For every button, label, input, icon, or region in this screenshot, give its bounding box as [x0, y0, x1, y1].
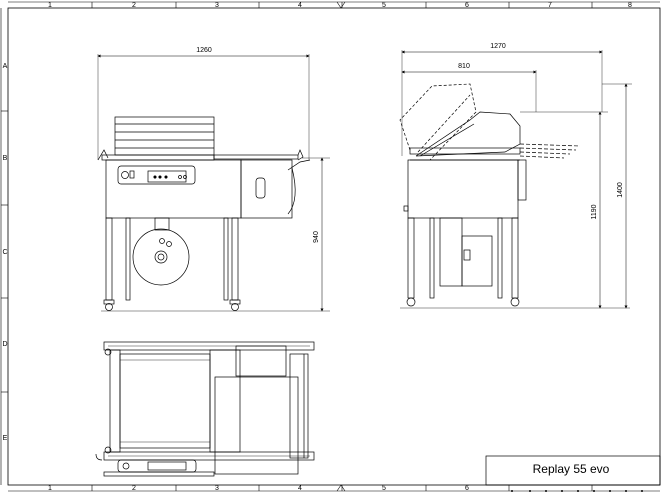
- front-view: [97, 54, 330, 312]
- column-label: 1: [48, 2, 52, 9]
- column-label: 5: [382, 2, 386, 9]
- drawing-frame: [0, 1, 661, 492]
- row-label: D: [2, 341, 7, 348]
- side-view: [399, 50, 632, 309]
- row-label: B: [3, 155, 8, 162]
- front-width-dimension: 1260: [196, 47, 212, 54]
- top-view: [95, 341, 315, 477]
- column-label: 7: [548, 2, 552, 9]
- column-label: 8: [628, 2, 632, 9]
- column-ticks: [1, 1, 593, 492]
- row-label: E: [3, 435, 8, 442]
- column-label: 4: [298, 2, 302, 9]
- row-label: A: [3, 63, 8, 70]
- column-label: 4: [298, 485, 302, 492]
- row-label: C: [2, 249, 7, 256]
- column-label: 6: [465, 2, 469, 9]
- column-label: 3: [215, 485, 219, 492]
- side-width-dimension: 1270: [490, 43, 506, 50]
- column-label: 2: [132, 485, 136, 492]
- front-height-dimension: 940: [313, 231, 320, 243]
- column-label: 6: [465, 485, 469, 492]
- drawing-title: Replay 55 evo: [532, 462, 610, 476]
- column-label: 1: [48, 485, 52, 492]
- column-label: 2: [132, 2, 136, 9]
- side-height-open-dimension: 1400: [617, 182, 624, 198]
- column-label: 3: [215, 2, 219, 9]
- side-height-closed-dimension: 1190: [591, 204, 598, 219]
- side-lid-dimension: 810: [458, 63, 470, 70]
- column-label: 5: [382, 485, 386, 492]
- title-block: [485, 455, 661, 486]
- title-block-dots: [511, 490, 643, 492]
